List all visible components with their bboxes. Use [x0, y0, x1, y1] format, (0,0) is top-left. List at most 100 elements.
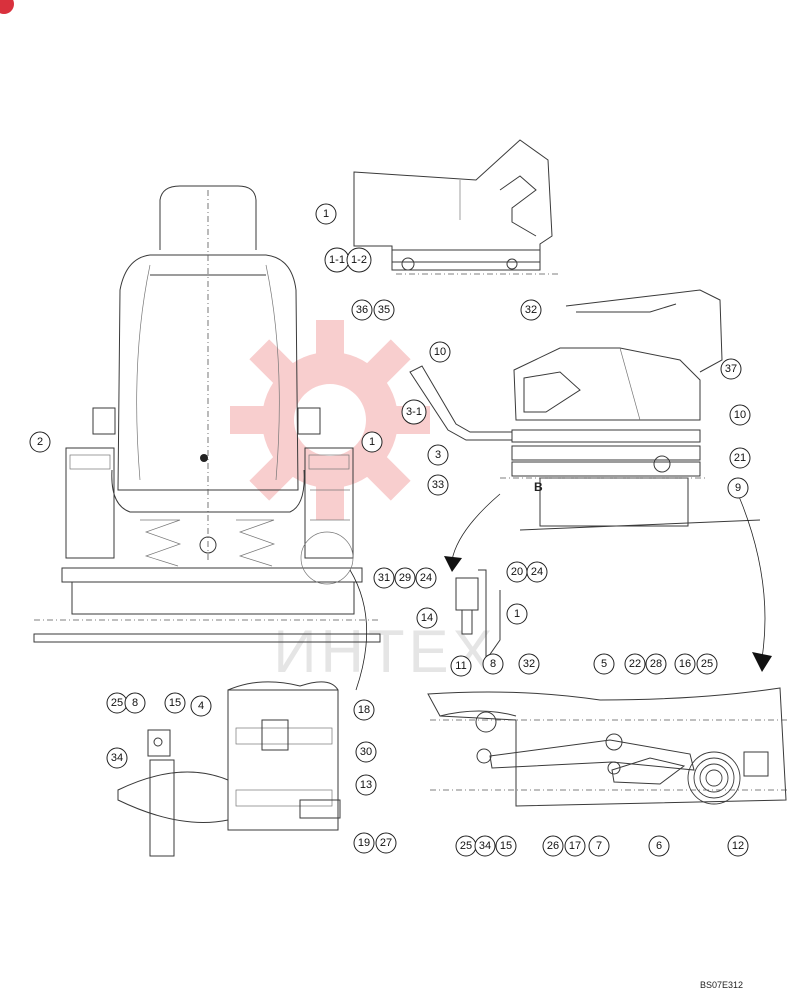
callout-31-16: 31: [373, 567, 395, 589]
callout-1-2-2: 1-2: [346, 247, 372, 273]
callout-32-25: 32: [518, 653, 540, 675]
cushion-side-view: [353, 139, 560, 275]
callout-8-32: 8: [124, 692, 146, 714]
callout-6-47: 6: [648, 835, 670, 857]
callout-label: 26: [547, 840, 559, 852]
callout-label: 34: [479, 840, 491, 852]
callout-33-14: 33: [427, 474, 449, 496]
callout-label: 6: [656, 840, 662, 852]
callout-29-17: 29: [394, 567, 416, 589]
callout-7-46: 7: [588, 835, 610, 857]
callout-label: 30: [360, 746, 372, 758]
callout-label: 5: [601, 658, 607, 670]
callout-label: 14: [421, 612, 433, 624]
callout-label: 2: [37, 436, 43, 448]
callout-22-27: 22: [624, 653, 646, 675]
callout-label: 25: [111, 697, 123, 709]
drawing-code: BS07E312: [700, 980, 744, 990]
callout-25-41: 25: [455, 835, 477, 857]
callout-label: 1-1: [329, 254, 345, 266]
callout-12-48: 12: [727, 835, 749, 857]
callout-11-23: 11: [450, 655, 472, 677]
callout-label: 21: [734, 452, 746, 464]
callout-label: 13: [360, 779, 372, 791]
callout-label: 16: [679, 658, 691, 670]
callout-34-36: 34: [106, 747, 128, 769]
seat-front-view: [33, 185, 381, 691]
callout-label: 33: [432, 479, 444, 491]
callout-25-30: 25: [696, 653, 718, 675]
callout-8-24: 8: [482, 653, 504, 675]
callout-label: 27: [380, 837, 392, 849]
callout-label: 3: [435, 449, 441, 461]
callout-label: 8: [490, 658, 496, 670]
callout-1-0: 1: [315, 203, 337, 225]
callout-label: 25: [701, 658, 713, 670]
callout-24-20: 24: [526, 561, 548, 583]
callout-17-45: 17: [564, 835, 586, 857]
transition-arrows: [444, 493, 772, 672]
callout-3-12: 3: [427, 444, 449, 466]
callout-label: 19: [358, 837, 370, 849]
callout-14-21: 14: [416, 607, 438, 629]
callout-2-10: 2: [29, 431, 51, 453]
callout-25-31: 25: [106, 692, 128, 714]
callout-27-40: 27: [375, 832, 397, 854]
callout-label: 36: [356, 304, 368, 316]
callout-15-33: 15: [164, 692, 186, 714]
callout-1-22: 1: [506, 603, 528, 625]
callout-label: 18: [358, 704, 370, 716]
callout-label: 10: [734, 409, 746, 421]
callout-34-42: 34: [474, 835, 496, 857]
callout-label: 1: [323, 208, 329, 220]
callout-label: 10: [434, 346, 446, 358]
callout-label: 32: [525, 304, 537, 316]
callout-label: 31: [378, 572, 390, 584]
callout-13-38: 13: [355, 774, 377, 796]
view-b-label: B: [534, 480, 543, 494]
callout-label: 15: [500, 840, 512, 852]
callout-label: 15: [169, 697, 181, 709]
callout-26-44: 26: [542, 835, 564, 857]
callout-label: 28: [650, 658, 662, 670]
callout-19-39: 19: [353, 832, 375, 854]
callout-label: 1: [369, 436, 375, 448]
callout-30-37: 30: [355, 741, 377, 763]
callout-label: 25: [460, 840, 472, 852]
callout-label: 1: [514, 608, 520, 620]
callout-9-15: 9: [727, 477, 749, 499]
callout-4-34: 4: [190, 695, 212, 717]
callout-15-43: 15: [495, 835, 517, 857]
callout-label: 3-1: [406, 406, 422, 418]
callout-label: 1-2: [351, 254, 367, 266]
lock-detail-view: [117, 681, 341, 857]
callout-18-35: 18: [353, 699, 375, 721]
callout-24-18: 24: [415, 567, 437, 589]
callout-1-1-1: 1-1: [324, 247, 350, 273]
callout-label: 11: [455, 660, 466, 672]
callout-label: 37: [725, 363, 737, 375]
callout-28-28: 28: [645, 653, 667, 675]
callout-10-6: 10: [429, 341, 451, 363]
callout-5-26: 5: [593, 653, 615, 675]
callout-label: 35: [378, 304, 390, 316]
callout-label: 32: [523, 658, 535, 670]
callout-label: 4: [198, 700, 204, 712]
callout-label: 20: [511, 566, 523, 578]
callout-label: 29: [399, 572, 411, 584]
callout-16-29: 16: [674, 653, 696, 675]
callout-1-11: 1: [361, 431, 383, 453]
callout-37-7: 37: [720, 358, 742, 380]
callout-label: 7: [596, 840, 602, 852]
callout-21-13: 21: [729, 447, 751, 469]
callout-label: 22: [629, 658, 641, 670]
callout-label: 8: [132, 697, 138, 709]
corner-badge: [0, 0, 14, 14]
callout-35-4: 35: [373, 299, 395, 321]
mechanism-side-view: [427, 687, 790, 807]
callout-label: 24: [420, 572, 432, 584]
callout-label: 17: [569, 840, 581, 852]
slide-rail-assembly: [409, 289, 761, 531]
callout-label: 12: [732, 840, 744, 852]
